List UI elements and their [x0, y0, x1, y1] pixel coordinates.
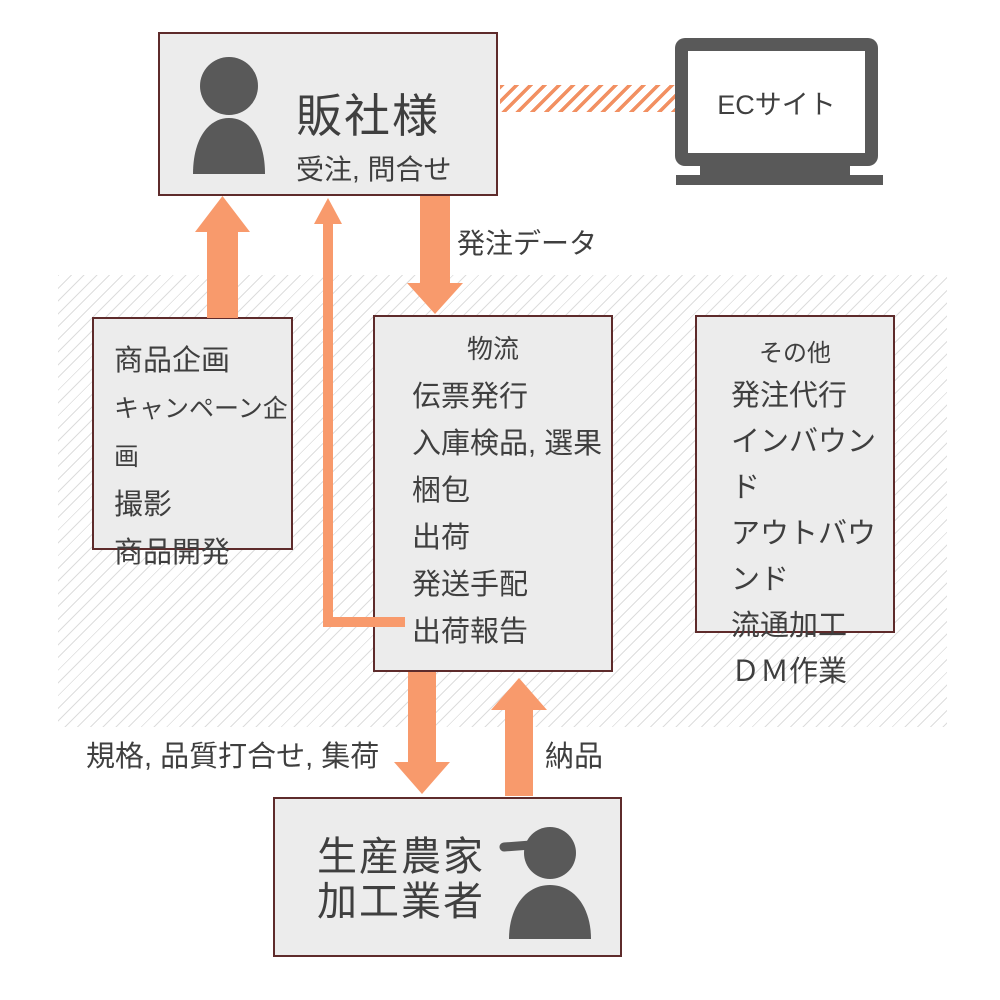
- laptop-icon: ECサイト: [675, 38, 883, 185]
- logistics-items: 伝票発行 入庫検品, 選果 梱包 出荷 発送手配 出荷報告: [375, 366, 611, 656]
- sales-company-title: 販社様: [296, 90, 440, 142]
- logistics-item: 出荷: [412, 522, 471, 554]
- arrow-up-shipping-report-horizontal: [323, 617, 405, 627]
- planning-item: キャンペーン企画: [114, 395, 288, 471]
- others-item: 流通加工: [731, 610, 848, 642]
- logistics-item: 発送手配: [412, 569, 529, 601]
- arrow-down-logistics-to-producer-shaft: [408, 672, 436, 764]
- ec-site-label: ECサイト: [688, 51, 865, 153]
- laptop-screen: ECサイト: [675, 38, 878, 166]
- others-item: アウトバウンド: [731, 518, 877, 596]
- ec-site-link-stripe: [500, 85, 675, 112]
- planning-item: 撮影: [114, 489, 173, 521]
- producer-line: 加工業者: [317, 880, 485, 924]
- logistics-item: 梱包: [412, 475, 471, 507]
- order-data-label: 発注データ: [457, 228, 598, 259]
- sales-company-box: 販社様 受注, 問合せ: [158, 32, 498, 196]
- logistics-item: 入庫検品, 選果: [412, 428, 603, 460]
- logistics-box: 物流 伝票発行 入庫検品, 選果 梱包 出荷 発送手配 出荷報告: [373, 315, 613, 672]
- others-item: インバウンド: [731, 426, 877, 504]
- sales-company-text: 販社様 受注, 問合せ: [296, 92, 452, 188]
- producer-box: 生産農家 加工業者: [273, 797, 622, 957]
- arrow-up-planning-to-sales: [195, 196, 250, 232]
- planning-box: 商品企画 キャンペーン企画 撮影 商品開発: [92, 317, 293, 569]
- arrow-up-producer-to-logistics-shaft: [505, 708, 533, 796]
- arrow-up-shipping-report-vertical: [323, 221, 333, 627]
- person-icon: [193, 57, 265, 174]
- planning-item: 商品企画: [114, 345, 231, 377]
- logistics-title: 物流: [466, 334, 519, 364]
- arrow-down-order-data-shaft: [420, 196, 450, 285]
- laptop-base: [676, 175, 883, 185]
- logistics-item: 出荷報告: [412, 616, 529, 648]
- arrow-down-logistics-to-producer-head: [394, 762, 450, 794]
- others-box: その他 発注代行 インバウンド アウトバウンド 流通加工 ＤＭ作業: [695, 315, 895, 688]
- farmer-icon: [499, 827, 591, 939]
- producer-text: 生産農家 加工業者: [317, 835, 485, 925]
- laptop-hinge: [700, 166, 850, 176]
- others-items: 発注代行 インバウンド アウトバウンド 流通加工 ＤＭ作業: [697, 368, 893, 695]
- sales-company-subtitle: 受注, 問合せ: [296, 154, 452, 186]
- planning-item: 商品開発: [114, 537, 231, 569]
- others-item: ＤＭ作業: [731, 656, 848, 688]
- producer-line: 生産農家: [317, 835, 485, 879]
- spec-quality-pickup-label: 規格, 品質打合せ, 集荷: [86, 741, 380, 773]
- arrow-up-planning-to-sales-shaft: [207, 230, 238, 318]
- others-title: その他: [759, 340, 831, 367]
- delivery-label: 納品: [545, 741, 604, 773]
- others-item: 発注代行: [731, 380, 848, 412]
- planning-items: 商品企画 キャンペーン企画 撮影 商品開発: [114, 337, 291, 577]
- logistics-item: 伝票発行: [412, 381, 529, 413]
